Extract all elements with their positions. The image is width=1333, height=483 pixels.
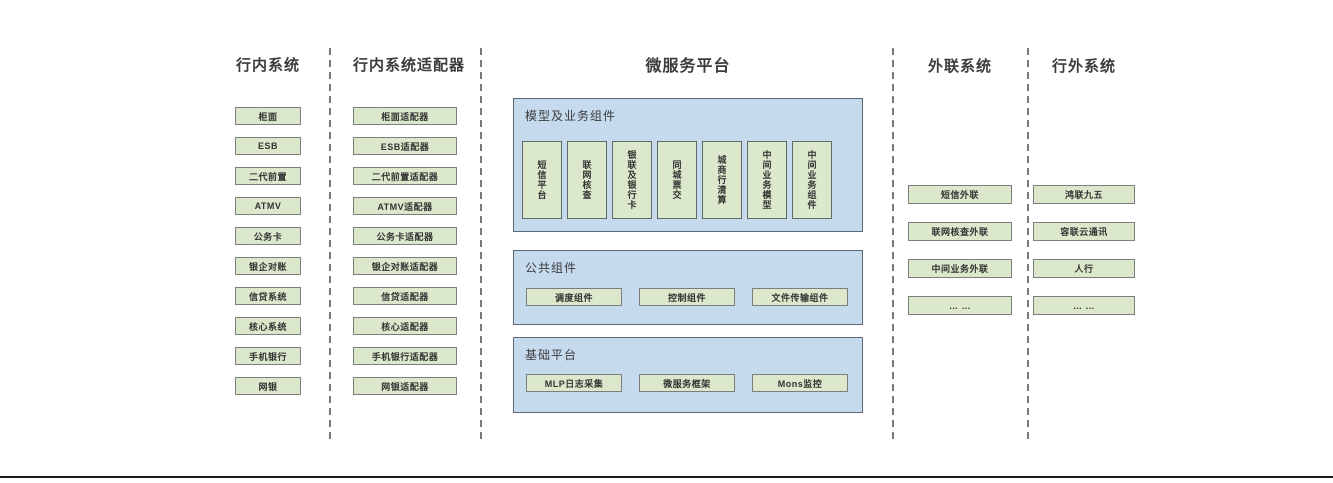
panel-label: 模型及业务组件: [525, 109, 617, 123]
column-title-external-link-systems: 外联系统: [927, 58, 992, 75]
adapter-box: 二代前置适配器: [353, 167, 457, 185]
model-component-box: 联网核查: [567, 141, 607, 219]
adapter-box: ATMV适配器: [353, 197, 457, 215]
outside-system-box: 鸿联九五: [1033, 185, 1135, 204]
outside-system-box: 人行: [1033, 259, 1135, 278]
base-platform-box: MLP日志采集: [526, 374, 622, 392]
public-component-box: 控制组件: [639, 288, 735, 306]
outside-system-box: … …: [1033, 296, 1135, 315]
bottom-rule: [0, 476, 1333, 478]
public-component-box: 调度组件: [526, 288, 622, 306]
base-platform-box: Mons监控: [752, 374, 848, 392]
inbank-system-box: 核心系统: [235, 317, 301, 335]
external-link-box: … …: [908, 296, 1012, 315]
model-component-row: 短信平台 联网核查 银联及银行卡 同城票交 城商行清算 中间业务模型 中间业务组…: [522, 141, 832, 219]
adapter-box: 网银适配器: [353, 377, 457, 395]
panel-model-business-components: 模型及业务组件 短信平台 联网核查 银联及银行卡 同城票交 城商行清算 中间业务…: [513, 98, 863, 232]
inbank-system-box: ESB: [235, 137, 301, 155]
model-component-box: 中间业务模型: [747, 141, 787, 219]
inbank-system-box: ATMV: [235, 197, 301, 215]
panel-label: 基础平台: [525, 348, 578, 362]
adapter-box: 核心适配器: [353, 317, 457, 335]
inbank-adapters-column: 柜面适配器 ESB适配器 二代前置适配器 ATMV适配器 公务卡适配器 银企对账…: [353, 107, 457, 395]
inbank-system-box: 银企对账: [235, 257, 301, 275]
public-component-box: 文件传输组件: [752, 288, 848, 306]
adapter-box: 公务卡适配器: [353, 227, 457, 245]
external-link-systems-column: 短信外联 联网核查外联 中间业务外联 … …: [908, 185, 1012, 315]
base-platform-row: MLP日志采集 微服务框架 Mons监控: [526, 374, 848, 392]
panel-public-components: 公共组件 调度组件 控制组件 文件传输组件: [513, 250, 863, 325]
model-component-box: 中间业务组件: [792, 141, 832, 219]
column-divider: [1027, 48, 1029, 444]
inbank-system-box: 信贷系统: [235, 287, 301, 305]
external-link-box: 短信外联: [908, 185, 1012, 204]
panel-label: 公共组件: [525, 261, 578, 275]
inbank-system-box: 手机银行: [235, 347, 301, 365]
column-divider: [329, 48, 331, 444]
column-divider: [480, 48, 482, 444]
column-title-inbank-adapters: 行内系统适配器: [353, 57, 466, 74]
model-component-box: 短信平台: [522, 141, 562, 219]
inbank-system-box: 柜面: [235, 107, 301, 125]
external-link-box: 中间业务外联: [908, 259, 1012, 278]
inbank-system-box: 网银: [235, 377, 301, 395]
inbank-systems-column: 柜面 ESB 二代前置 ATMV 公务卡 银企对账 信贷系统 核心系统 手机银行…: [235, 107, 301, 395]
inbank-system-box: 公务卡: [235, 227, 301, 245]
panel-base-platform: 基础平台 MLP日志采集 微服务框架 Mons监控: [513, 337, 863, 413]
column-title-microservice-platform: 微服务平台: [645, 58, 731, 75]
external-link-box: 联网核查外联: [908, 222, 1012, 241]
outside-system-box: 容联云通讯: [1033, 222, 1135, 241]
inbank-system-box: 二代前置: [235, 167, 301, 185]
column-title-inbank-systems: 行内系统: [235, 57, 300, 74]
adapter-box: 手机银行适配器: [353, 347, 457, 365]
public-component-row: 调度组件 控制组件 文件传输组件: [526, 288, 848, 306]
adapter-box: 银企对账适配器: [353, 257, 457, 275]
adapter-box: ESB适配器: [353, 137, 457, 155]
column-divider: [892, 48, 894, 444]
model-component-box: 城商行清算: [702, 141, 742, 219]
adapter-box: 信贷适配器: [353, 287, 457, 305]
adapter-box: 柜面适配器: [353, 107, 457, 125]
column-title-outside-systems: 行外系统: [1051, 58, 1116, 75]
outside-systems-column: 鸿联九五 容联云通讯 人行 … …: [1033, 185, 1135, 315]
base-platform-box: 微服务框架: [639, 374, 735, 392]
model-component-box: 银联及银行卡: [612, 141, 652, 219]
model-component-box: 同城票交: [657, 141, 697, 219]
